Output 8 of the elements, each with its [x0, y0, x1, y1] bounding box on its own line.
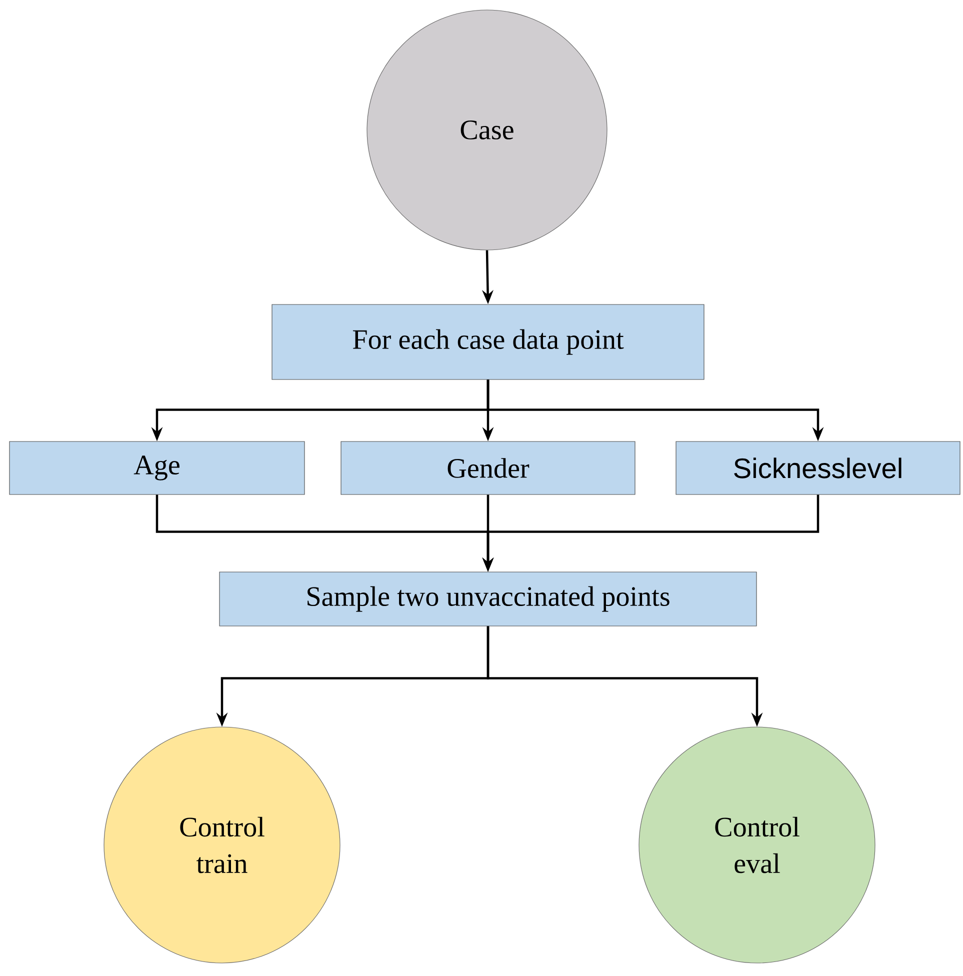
attribute-box: Age: [9, 441, 305, 495]
circle-node: Control eval: [638, 726, 876, 964]
attribute-box: Sicknesslevel: [676, 441, 960, 495]
process-box: Sample two unvaccinated points: [219, 572, 757, 626]
process-box: For each case data point: [272, 304, 704, 380]
attribute-box: Gender: [340, 441, 636, 495]
circle-node: Case: [366, 10, 608, 250]
circle-node: Control train: [104, 726, 340, 964]
